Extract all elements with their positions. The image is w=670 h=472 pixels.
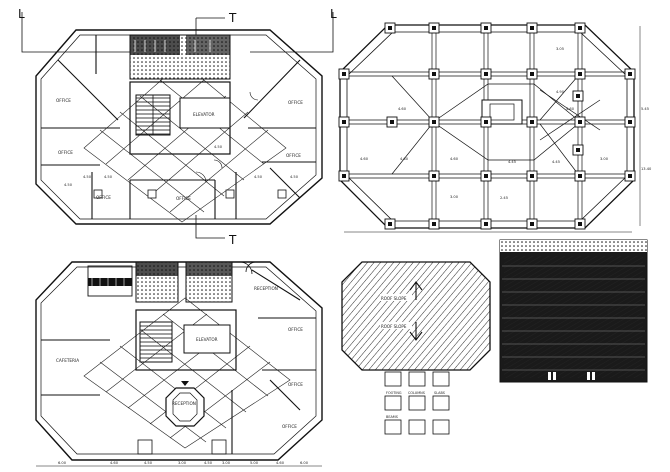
dim-label: 13.40 xyxy=(641,167,652,171)
room-label-office-e: OFFICE xyxy=(288,327,303,332)
legend-label-beams: BEAMS xyxy=(386,415,398,419)
structural-column-core xyxy=(578,72,582,76)
structural-column-core xyxy=(628,120,632,124)
structure-plan: 4.60 4.60 4.60 4.45 4.45 3.00 3.00 2.45 … xyxy=(338,22,652,233)
structural-column-core xyxy=(530,174,534,178)
section-mark-bottom: T xyxy=(228,233,237,247)
structural-column-core xyxy=(578,26,582,30)
dim-label: 4.50 xyxy=(144,461,153,465)
dim-label: 4.60 xyxy=(110,461,119,465)
floor-plan-lower: RECEPTION CAFETERIA OFFICE OFFICE OFFICE… xyxy=(35,261,323,467)
room-label-office-sw: OFFICE xyxy=(96,195,111,200)
legend-label-slabs: SLABS xyxy=(434,391,445,395)
legend-label-footing: FOOTING xyxy=(386,391,402,395)
structural-column-core xyxy=(530,72,534,76)
dim-label: 4.45 xyxy=(552,160,560,164)
structural-column-core xyxy=(388,26,392,30)
room-label-office-e: OFFICE xyxy=(288,100,303,105)
dim-label: 3.00 xyxy=(450,195,459,199)
dim-label: 3.05 xyxy=(556,47,564,51)
structural-column-core xyxy=(342,120,346,124)
dim-label: 4.60 xyxy=(400,157,409,161)
dim-label: 4.50 xyxy=(214,145,223,149)
dim-label: 4.60 xyxy=(566,107,575,111)
dim-label: 5.45 xyxy=(641,107,649,111)
structural-column-core xyxy=(576,94,580,98)
structural-column-core xyxy=(390,120,394,124)
dim-label: 4.60 xyxy=(398,107,407,111)
dim-label: 4.50 xyxy=(254,175,263,179)
structural-column-core xyxy=(628,174,632,178)
dim-label: 3.00 xyxy=(178,461,187,465)
structural-column-core xyxy=(484,222,488,226)
section-mark-right: L xyxy=(330,7,337,21)
section-mark-left: L xyxy=(18,7,25,21)
room-label-office-nw: OFFICE xyxy=(56,98,71,103)
legend: FOOTING COLUMNS SLABS BEAMS xyxy=(384,371,450,435)
roof-slope-label: ROOF SLOPE xyxy=(381,324,407,329)
structural-column-core xyxy=(432,120,436,124)
dim-label: 4.50 xyxy=(104,175,113,179)
floor-plan-upper: L L T T xyxy=(18,7,337,247)
room-label-elevator: ELEVATOR xyxy=(196,337,218,342)
dim-label: 2.45 xyxy=(500,196,508,200)
dim-label: 4.60 xyxy=(360,157,369,161)
dim-label: 3.00 xyxy=(222,461,231,465)
structural-column-core xyxy=(530,26,534,30)
dim-label: 4.50 xyxy=(204,461,213,465)
room-label-office-w: OFFICE xyxy=(58,150,73,155)
structural-column-core xyxy=(578,222,582,226)
dim-label: 6.00 xyxy=(58,461,67,465)
dim-label: 4.45 xyxy=(508,160,516,164)
structural-column-core xyxy=(484,26,488,30)
structural-column-core xyxy=(432,174,436,178)
dim-label: 3.00 xyxy=(600,157,609,161)
column-grid xyxy=(338,22,636,230)
section-mark-top: T xyxy=(228,11,237,25)
dim-label: 5.00 xyxy=(250,461,259,465)
room-label-office-e2: OFFICE xyxy=(288,382,303,387)
structural-column-core xyxy=(530,222,534,226)
roof-slope-label: ROOF SLOPE xyxy=(381,296,407,301)
legend-label-columns: COLUMNS xyxy=(408,391,425,395)
structural-column-core xyxy=(530,120,534,124)
dim-label: 4.60 xyxy=(276,461,285,465)
structural-column-core xyxy=(342,174,346,178)
dim-label: 4.50 xyxy=(64,183,73,187)
structural-column-core xyxy=(484,72,488,76)
room-label-office-se: OFFICE xyxy=(282,424,297,429)
structural-column-core xyxy=(432,72,436,76)
dim-label: 4.50 xyxy=(290,175,299,179)
room-label-reception-center: RECEPTION xyxy=(172,401,196,406)
dim-label: 4.90 xyxy=(556,90,565,94)
structural-column-core xyxy=(388,222,392,226)
structural-column-core xyxy=(484,174,488,178)
structural-column-core xyxy=(576,148,580,152)
structural-column-core xyxy=(578,120,582,124)
structural-column-core xyxy=(432,26,436,30)
structural-column-core xyxy=(484,120,488,124)
dim-label: 6.00 xyxy=(300,461,309,465)
room-label-reception: RECEPTION xyxy=(254,286,278,291)
elevation-view xyxy=(499,239,648,383)
roof-plan: ROOF SLOPE ROOF SLOPE xyxy=(341,261,491,371)
room-label-office-s: OFFICE xyxy=(176,196,191,201)
room-label-elevator: ELEVATOR xyxy=(193,112,215,117)
dim-label: 4.50 xyxy=(83,175,92,179)
structural-column-core xyxy=(628,72,632,76)
structural-column-core xyxy=(342,72,346,76)
room-label-cafeteria: CAFETERIA xyxy=(56,358,79,363)
room-label-office-se: OFFICE xyxy=(286,153,301,158)
dim-label: 4.60 xyxy=(450,157,459,161)
structural-column-core xyxy=(432,222,436,226)
structural-column-core xyxy=(578,174,582,178)
